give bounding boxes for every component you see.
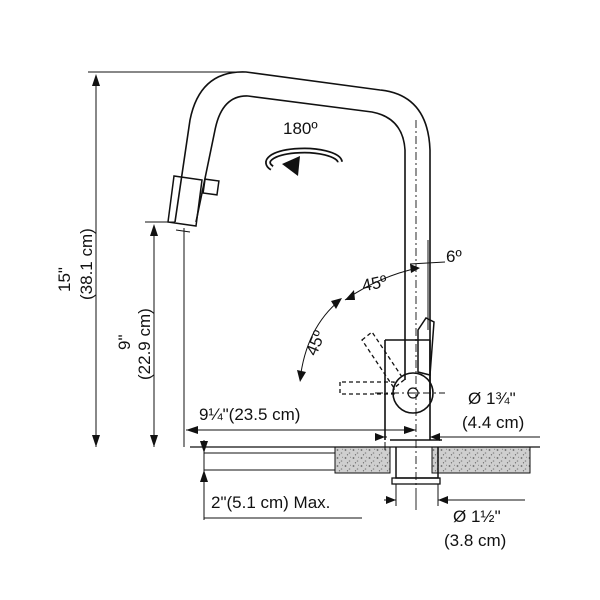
rotation-label: 180º (283, 119, 318, 138)
spray-button (202, 178, 220, 196)
rotation-indicator: 180º (265, 119, 343, 176)
circular-arrow-icon (265, 147, 343, 176)
angle-tilt-label: 6º (446, 247, 462, 266)
countertop (190, 439, 540, 485)
body-cylinder (384, 339, 431, 440)
countertop-left (334, 446, 391, 474)
dimension-spout-height: 9" (22.9 cm) (115, 221, 175, 447)
handle-45-up (361, 331, 405, 389)
dimension-reach: 9¼"(23.5 cm) (183, 228, 416, 447)
deck-max-label: 2"(5.1 cm) Max. (211, 493, 330, 512)
dimension-total-height: 15" (38.1 cm) (55, 71, 246, 447)
hole-dia-in-label: Ø 1½" (453, 507, 501, 526)
body-dia-cm-label: (4.4 cm) (462, 413, 524, 432)
hole-dia-cm-label: (3.8 cm) (444, 531, 506, 550)
angle-up-label: 45º (360, 272, 389, 296)
height-total-cm-label: (38.1 cm) (77, 228, 96, 300)
height-spout-cm-label: (22.9 cm) (135, 308, 154, 380)
countertop-right (431, 446, 531, 474)
spout-inner-edge (195, 95, 406, 380)
spray-head (167, 175, 203, 227)
reach-label: 9¼"(23.5 cm) (199, 405, 300, 424)
handle-horizontal (339, 381, 395, 395)
body-dia-in-label: Ø 1¾" (468, 389, 516, 408)
angle-arcs: 45º 45º 6º (297, 240, 462, 382)
spout-outer-edge (174, 71, 431, 400)
dimension-body-diameter: Ø 1¾" (4.4 cm) (375, 389, 540, 450)
height-spout-in-label: 9" (115, 335, 134, 351)
dimension-deck-thickness: 2"(5.1 cm) Max. (200, 440, 362, 520)
height-total-in-label: 15" (55, 267, 74, 292)
center-lines (375, 120, 445, 510)
handle-vertical (417, 317, 435, 376)
dimension-hole-diameter: Ø 1½" (3.8 cm) (384, 484, 525, 550)
angle-side-label: 45º (302, 328, 329, 358)
